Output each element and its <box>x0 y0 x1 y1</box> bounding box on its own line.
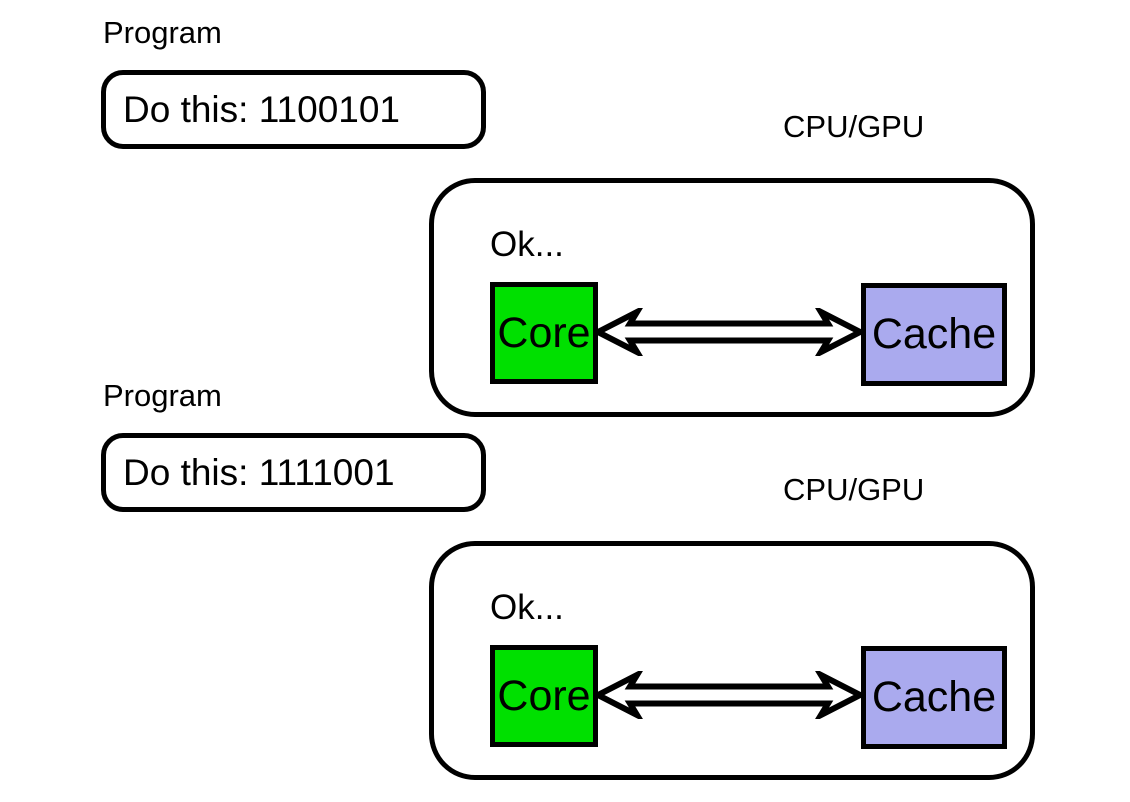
instruction-text: Do this: 1111001 <box>123 452 395 493</box>
core-box: Core <box>490 645 598 747</box>
core-label: Core <box>497 308 591 357</box>
cpu-gpu-box: Ok... Core Cache <box>429 541 1035 780</box>
program-label: Program <box>103 378 222 413</box>
program-cpu-unit-1: Program Do this: 1100101 CPU/GPU Ok... C… <box>101 15 1035 417</box>
core-box: Core <box>490 282 598 384</box>
program-instruction-box: Do this: 1100101 <box>101 70 486 149</box>
cpu-gpu-label: CPU/GPU <box>783 472 925 507</box>
cache-box: Cache <box>861 283 1007 386</box>
cache-label: Cache <box>871 673 997 721</box>
bidirectional-arrow-icon <box>595 308 863 356</box>
program-cpu-unit-2: Program Do this: 1111001 CPU/GPU Ok... C… <box>0 363 1130 783</box>
program-label: Program <box>103 15 222 50</box>
core-label: Core <box>497 671 591 720</box>
program-instruction-box: Do this: 1111001 <box>101 433 486 512</box>
cpu-gpu-box: Ok... Core Cache <box>429 178 1035 417</box>
cache-box: Cache <box>861 646 1007 749</box>
bidirectional-arrow-icon <box>595 671 863 719</box>
ok-label: Ok... <box>490 225 564 264</box>
instruction-text: Do this: 1100101 <box>123 89 401 130</box>
cache-label: Cache <box>871 310 997 358</box>
cpu-gpu-label: CPU/GPU <box>783 109 925 144</box>
ok-label: Ok... <box>490 588 564 627</box>
